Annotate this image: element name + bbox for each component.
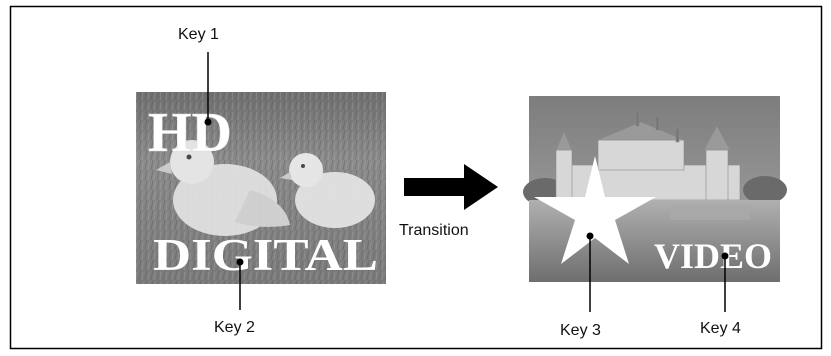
leader-dot-key-3 [587, 233, 594, 240]
label-key-3: Key 3 [560, 322, 601, 339]
label-key-1: Key 1 [178, 26, 219, 43]
leader-dot-key-1 [205, 119, 212, 126]
overlay-text-digital: DIGITAL [153, 230, 378, 280]
leader-dot-key-2 [237, 259, 244, 266]
label-key-4: Key 4 [700, 320, 741, 337]
destination-image-castle: VIDEO [523, 96, 787, 282]
transition-label: Transition [399, 222, 469, 239]
label-key-2: Key 2 [214, 319, 255, 336]
source-image-ducklings: HD DIGITAL [136, 92, 386, 284]
leader-dot-key-4 [722, 253, 729, 260]
overlay-text-hd: HD [148, 102, 232, 164]
overlay-text-video: VIDEO [654, 236, 772, 276]
